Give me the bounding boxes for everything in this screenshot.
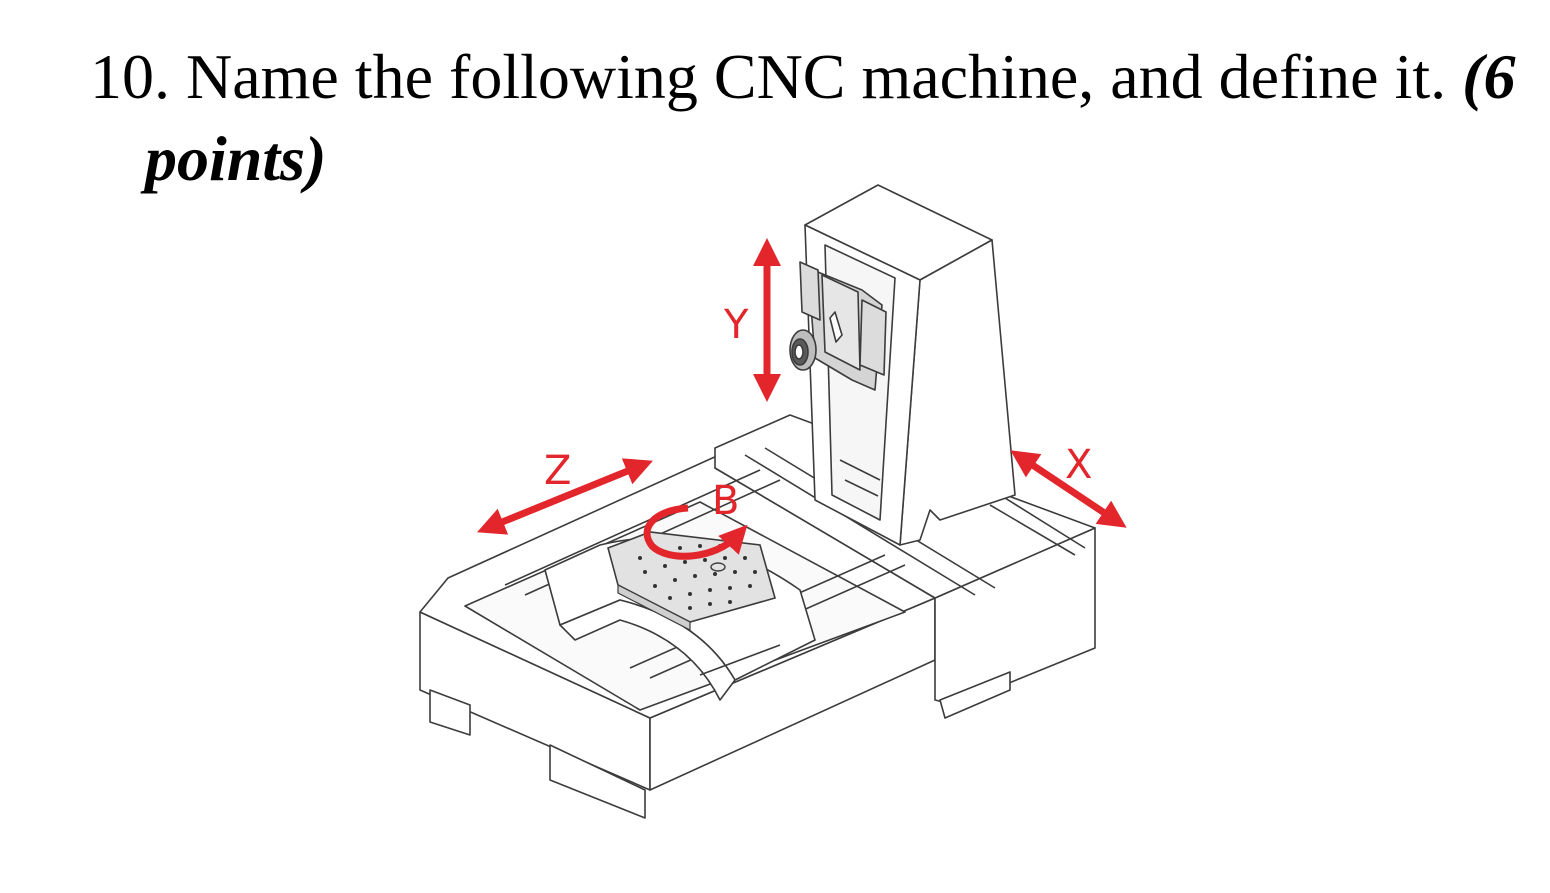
x-axis-arrow — [1010, 450, 1127, 528]
z-axis-arrow — [477, 458, 653, 535]
spindle-head — [789, 261, 887, 391]
question-number: 10. — [90, 41, 170, 112]
question-points: (6 points) — [145, 41, 1516, 194]
b-axis-arrow — [643, 504, 748, 560]
b-axis-label: B — [712, 478, 739, 524]
axis-arrows — [477, 238, 1127, 560]
z-axis-label: Z — [544, 448, 571, 494]
question-prompt: Name the following CNC machine, and defi… — [186, 41, 1447, 112]
x-axis-label: X — [1065, 442, 1092, 488]
y-axis-label: Y — [723, 302, 749, 348]
question-text: 10. Name the following CNC machine, and … — [90, 36, 1550, 200]
